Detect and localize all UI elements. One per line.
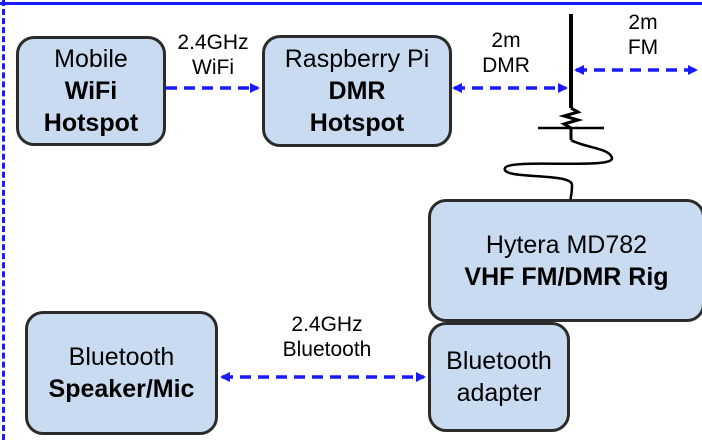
coax-cable — [503, 138, 614, 204]
link-label-line: 2.4GHz — [291, 313, 363, 336]
link-label-line: 2m — [628, 11, 658, 34]
box-line-bold: DMR — [328, 77, 386, 105]
link-label-line: FM — [627, 36, 659, 59]
top-border-line — [0, 2, 702, 5]
antenna-icon — [538, 14, 604, 140]
raspberry-pi-dmr-hotspot-box: Raspberry Pi DMR Hotspot — [262, 35, 452, 147]
box-line: Bluetooth — [446, 347, 552, 375]
fm-link-label: 2m FM — [608, 10, 678, 60]
link-label-line: 2m — [491, 29, 521, 52]
box-line-bold: VHF FM/DMR Rig — [464, 262, 669, 291]
box-line: Raspberry Pi — [284, 45, 430, 73]
box-line-bold: Hotspot — [309, 109, 405, 137]
hytera-rig-box: Hytera MD782 VHF FM/DMR Rig — [428, 199, 702, 322]
wifi-link-label: 2.4GHz WiFi — [158, 30, 268, 80]
link-label-line: Bluetooth — [282, 338, 372, 361]
link-label-line: WiFi — [192, 56, 234, 79]
bluetooth-adapter-box: Bluetooth adapter — [428, 322, 570, 432]
box-line: Hytera MD782 — [485, 230, 648, 259]
link-label-line: DMR — [482, 54, 530, 77]
mobile-wifi-hotspot-box: Mobile WiFi Hotspot — [16, 36, 166, 146]
left-border-dashed-line — [2, 0, 5, 440]
link-label-line: 2.4GHz — [177, 31, 249, 54]
box-line: Bluetooth — [68, 343, 175, 371]
box-line-bold: WiFi — [64, 77, 118, 105]
box-line: Mobile — [54, 45, 128, 73]
box-line-bold: Hotspot — [43, 109, 139, 137]
box-line: adapter — [456, 379, 542, 407]
bluetooth-link-label: 2.4GHz Bluetooth — [262, 312, 392, 362]
box-line-bold: Speaker/Mic — [48, 375, 195, 403]
bluetooth-speaker-mic-box: Bluetooth Speaker/Mic — [25, 311, 218, 435]
dmr-link-label: 2m DMR — [466, 28, 546, 78]
